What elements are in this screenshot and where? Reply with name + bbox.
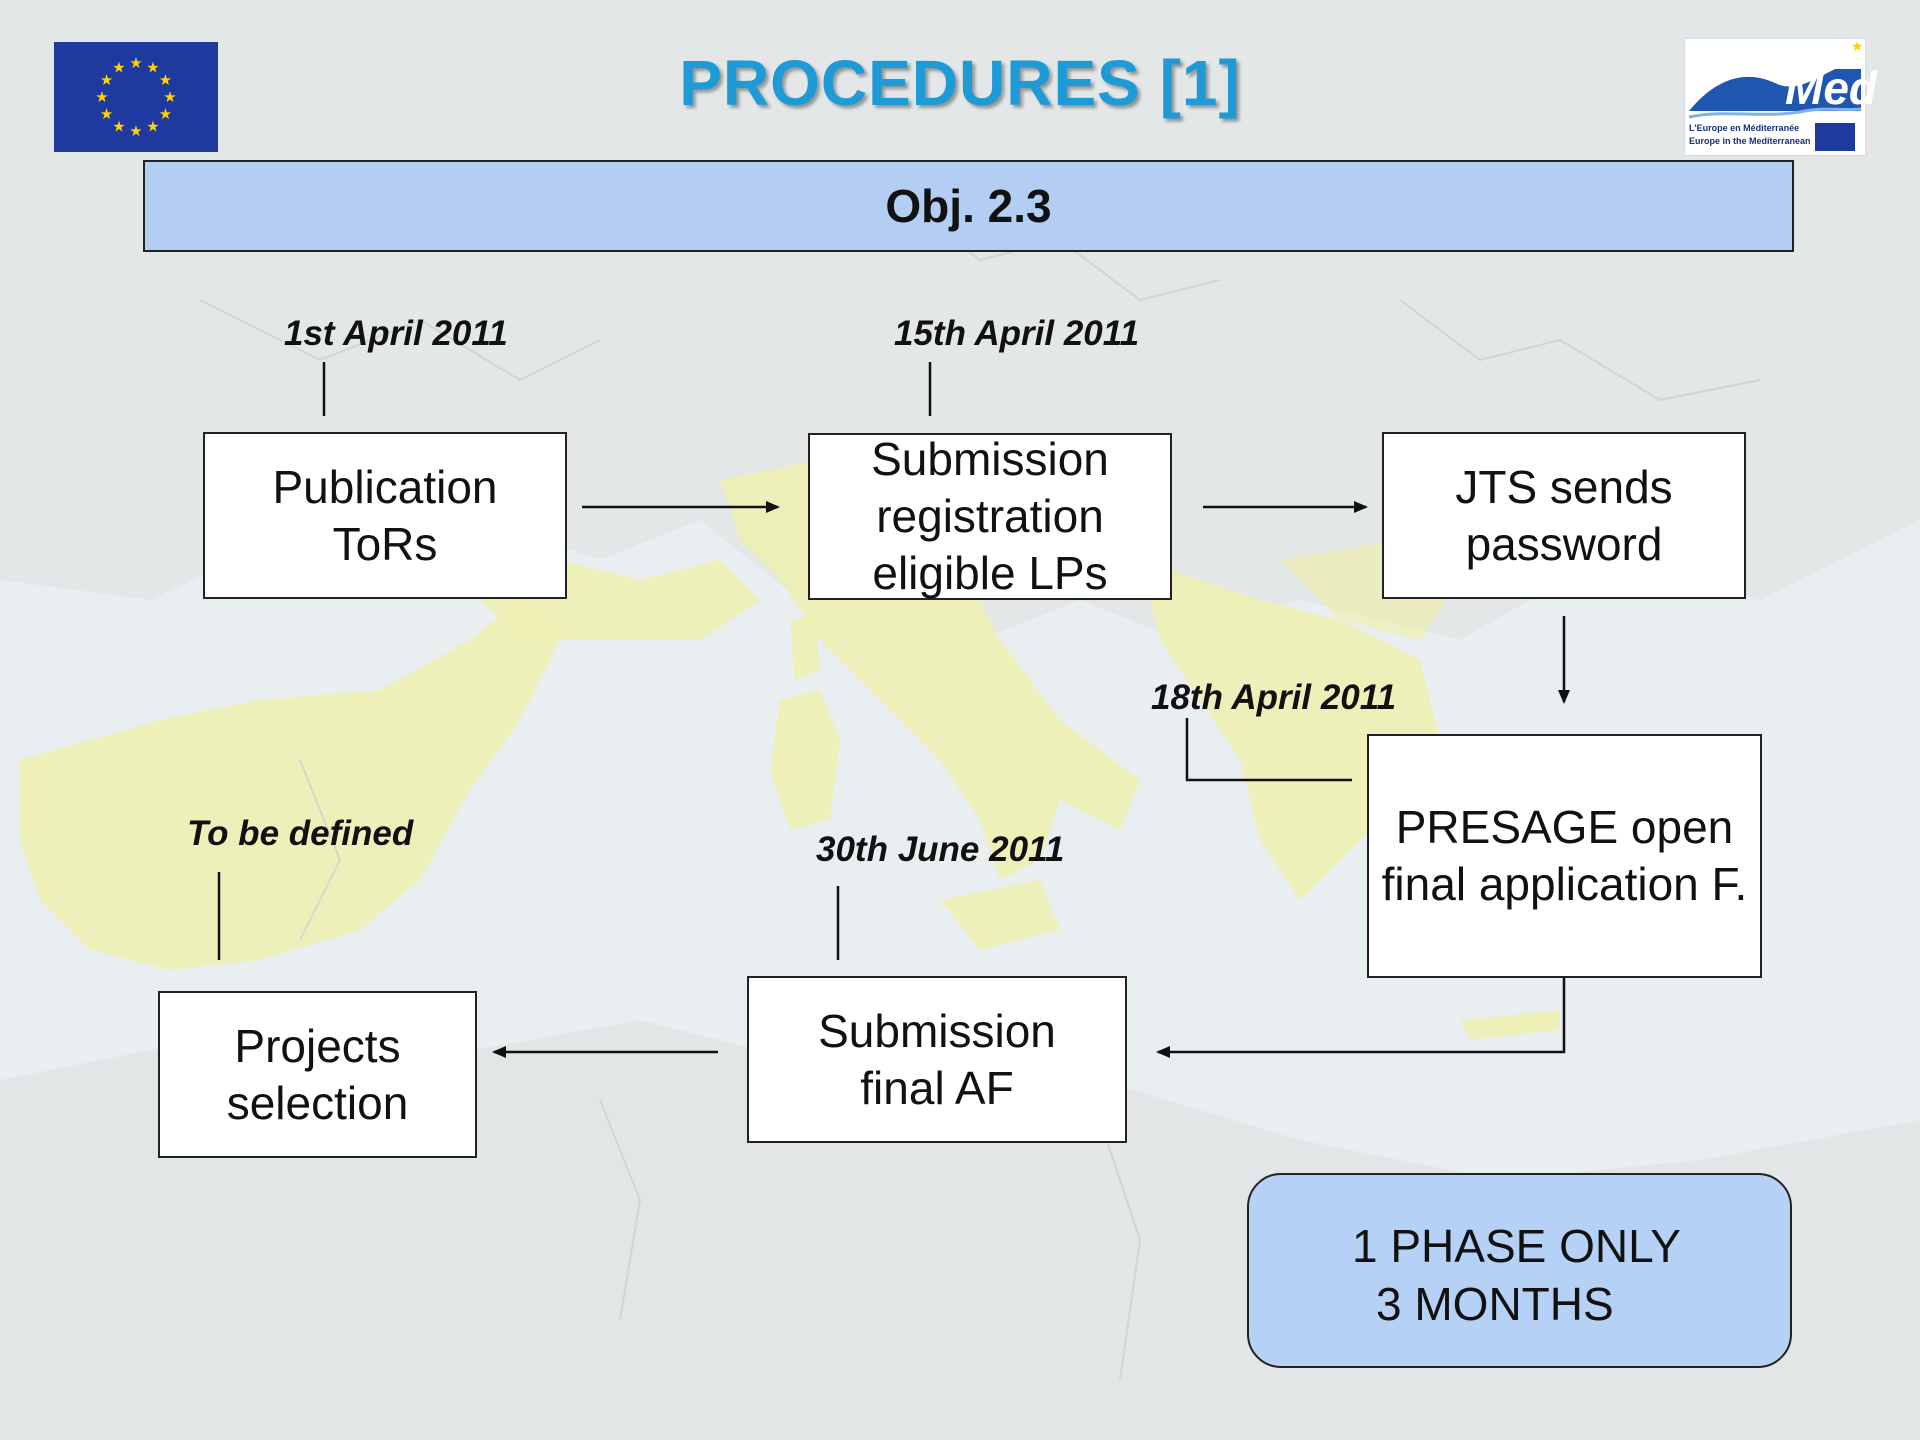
objective-bar: Obj. 2.3	[143, 160, 1794, 252]
date-submission-final: 30th June 2011	[816, 830, 1065, 869]
date-presage: 18th April 2011	[1151, 678, 1397, 717]
objective-label: Obj. 2.3	[885, 180, 1052, 232]
date-projects-selection: To be defined	[187, 814, 414, 853]
page-title: PROCEDURES [1]	[679, 47, 1241, 119]
eu-star-icon: ★	[163, 88, 176, 106]
eu-star-icon: ★	[112, 117, 125, 135]
step-submission-final-af: Submission final AF	[747, 976, 1127, 1143]
eu-star-icon: ★	[159, 105, 172, 123]
med-logo-text: Med	[1785, 62, 1877, 114]
eu-star-icon: ★	[112, 59, 125, 77]
phase-note-line1: 1 PHASE ONLY	[1352, 1220, 1681, 1272]
step-submission-registration: Submission registration eligible LPs	[808, 433, 1172, 600]
step-presage-label: PRESAGE open final application F.	[1381, 801, 1748, 910]
med-wave-icon: ★	[1685, 38, 1865, 155]
step-projects-selection: Projects selection	[158, 991, 477, 1158]
eu-star-icon: ★	[159, 71, 172, 89]
date-submission-registration: 15th April 2011	[894, 314, 1140, 353]
step-presage-open: PRESAGE open final application F.	[1367, 734, 1762, 978]
date-publication: 1st April 2011	[284, 314, 508, 353]
eu-star-icon: ★	[146, 117, 159, 135]
med-tagline-fr: L'Europe en Méditerranée	[1689, 123, 1800, 133]
step-publication-tors: Publication ToRs	[203, 432, 567, 599]
step-submission-final-label: Submission final AF	[818, 1004, 1056, 1114]
svg-text:★: ★	[1851, 39, 1864, 54]
step-jts-sends-password: JTS sends password	[1382, 432, 1746, 599]
med-tagline-en: Europe in the Mediterranean	[1689, 136, 1811, 146]
eu-star-icon: ★	[129, 54, 142, 72]
step-submission-registration-label: Submission registration eligible LPs	[871, 433, 1109, 599]
phase-note-box: 1 PHASE ONLY 3 MONTHS	[1247, 1173, 1792, 1368]
step-projects-selection-label: Projects selection	[226, 1019, 409, 1129]
step-publication-label: Publication ToRs	[272, 460, 498, 570]
eu-star-icon: ★	[95, 88, 108, 106]
eu-star-icon: ★	[146, 59, 159, 77]
med-programme-logo: ★ Med L'Europe en Méditerranée Europe in…	[1684, 38, 1877, 156]
eu-flag-logo: ★★★★★★★★★★★★	[54, 42, 218, 152]
phase-note-line2: 3 MONTHS	[1376, 1278, 1614, 1330]
eu-star-icon: ★	[100, 71, 113, 89]
eu-star-icon: ★	[129, 122, 142, 140]
eu-star-icon: ★	[100, 105, 113, 123]
step-jts-label: JTS sends password	[1455, 460, 1673, 570]
